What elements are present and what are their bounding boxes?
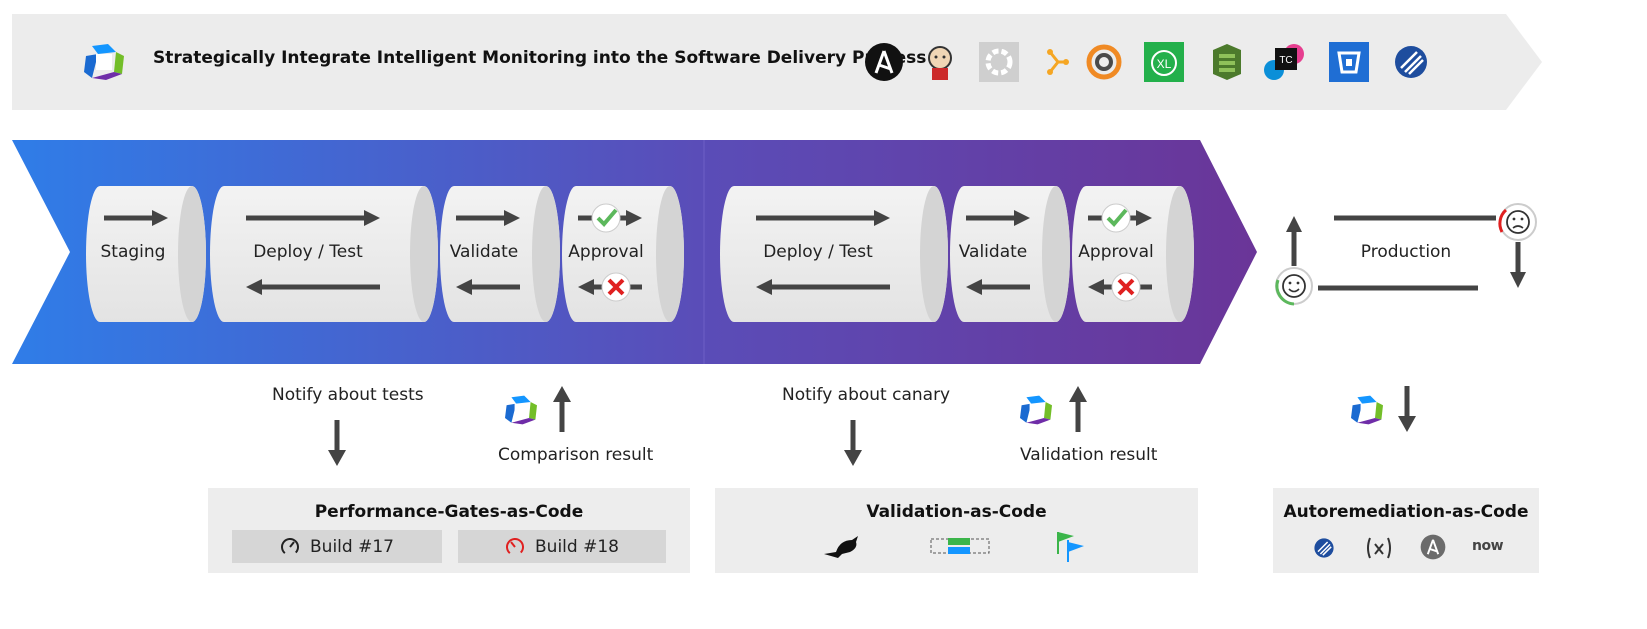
build-17-chip: Build #17 — [232, 530, 442, 563]
comparison-result-note: Comparison result — [498, 445, 654, 465]
ansible-tower-icon — [1395, 46, 1427, 78]
stage-label: Approval — [568, 242, 644, 262]
approval-1-cross-icon — [601, 272, 631, 302]
build-18-chip: Build #18 — [458, 530, 666, 563]
speedometer-ok-icon — [281, 537, 300, 556]
happy-face-icon — [1275, 267, 1313, 306]
autoremediation-box — [1273, 488, 1539, 573]
ansible-icon — [1420, 534, 1446, 560]
concourse-icon — [979, 42, 1019, 82]
sad-face-icon — [1498, 203, 1537, 241]
jenkins-icon — [928, 46, 952, 80]
dynatrace-logo-icon — [1020, 395, 1052, 425]
stage-label: Validate — [958, 242, 1028, 262]
dynatrace-logo-icon — [84, 44, 124, 80]
production-label: Production — [1360, 242, 1452, 262]
stage-label: Approval — [1078, 242, 1154, 262]
teamcity-icon: TC — [1264, 44, 1304, 80]
ansible-icon — [865, 43, 903, 81]
bitbucket-icon — [1329, 42, 1369, 82]
dynatrace-logo-icon — [1351, 395, 1383, 425]
flags-icon — [1057, 532, 1084, 562]
svg-text:XL: XL — [1157, 57, 1172, 71]
approval-2-cross-icon — [1111, 272, 1141, 302]
validation-title: Validation-as-Code — [866, 502, 1047, 522]
validation-result-note: Validation result — [1020, 445, 1158, 465]
octopus-icon — [1086, 44, 1122, 80]
down-arrow-icon — [328, 420, 346, 466]
notify-canary-note: Notify about canary — [782, 385, 951, 405]
canary-traffic-split-icon — [930, 538, 990, 554]
stage-label: Staging — [100, 242, 166, 262]
down-arrow-icon — [1398, 386, 1416, 432]
aws-codepipeline-icon — [1213, 44, 1241, 80]
ansible-tower-icon — [1314, 538, 1334, 558]
servicenow-logo: now — [1472, 538, 1504, 554]
build-18-label: Build #18 — [535, 536, 619, 557]
stage-label: Validate — [449, 242, 519, 262]
pipeline-stages — [86, 186, 1194, 322]
up-arrow-icon — [553, 386, 571, 432]
stage-label: Deploy / Test — [253, 242, 363, 262]
production-loop — [1275, 203, 1537, 306]
notify-tests-note: Notify about tests — [272, 385, 424, 405]
variables-function-icon — [1367, 537, 1391, 559]
approval-2-check-icon — [1101, 203, 1131, 233]
up-arrow-icon — [1069, 386, 1087, 432]
header-banner — [12, 14, 1542, 110]
svg-text:TC: TC — [1279, 55, 1292, 66]
xebialabs-xl-icon: XL — [1144, 42, 1184, 82]
performance-gates-title: Performance-Gates-as-Code — [314, 502, 584, 522]
banner-title: Strategically Integrate Intelligent Moni… — [153, 48, 927, 68]
down-arrow-icon — [844, 420, 862, 466]
build-17-label: Build #17 — [310, 536, 394, 557]
speedometer-fail-icon — [506, 537, 525, 556]
validation-box — [715, 488, 1198, 573]
bird-icon — [824, 536, 858, 558]
dynatrace-logo-icon — [505, 395, 537, 425]
gitlab-pipeline-icon — [1047, 49, 1069, 75]
autoremediation-title: Autoremediation-as-Code — [1283, 502, 1529, 522]
approval-1-check-icon — [591, 203, 621, 233]
stage-label: Deploy / Test — [763, 242, 873, 262]
